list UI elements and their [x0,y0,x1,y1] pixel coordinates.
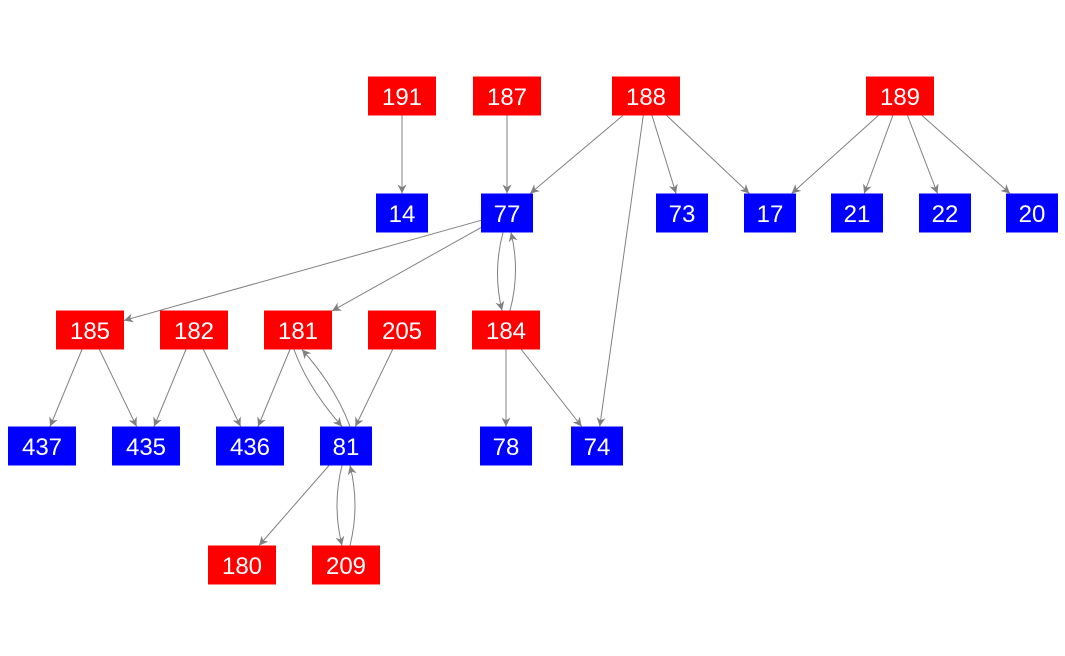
node-label: 77 [494,201,521,228]
edge-185-to-435 [98,349,138,427]
node-box [112,426,180,466]
node-label: 20 [1019,201,1046,228]
edge-77-to-181 [331,227,482,312]
node-label: 17 [757,201,784,228]
node-box [612,76,680,116]
node-189[interactable]: 189 [866,76,934,116]
node-21[interactable]: 21 [831,193,883,233]
edge-81-to-180 [258,465,330,546]
node-box [8,426,76,466]
node-box [160,310,228,350]
edge-209-to-81 [347,465,357,546]
node-187[interactable]: 187 [473,76,541,116]
node-box [472,310,540,350]
node-label: 189 [880,84,920,111]
edge-188-to-74 [596,115,644,427]
node-label: 78 [493,434,520,461]
edge-189-to-22 [907,115,939,194]
node-box [376,193,428,233]
node-box [368,310,436,350]
node-box [208,545,276,585]
node-label: 14 [389,201,416,228]
edge-188-to-17 [666,115,750,194]
node-188[interactable]: 188 [612,76,680,116]
edge-189-to-20 [921,115,1011,194]
node-label: 191 [382,84,422,111]
node-box [312,545,380,585]
node-185[interactable]: 185 [56,310,124,350]
node-box [1006,193,1058,233]
node-184[interactable]: 184 [472,310,540,350]
node-20[interactable]: 20 [1006,193,1058,233]
node-label: 205 [382,318,422,345]
node-label: 81 [333,434,360,461]
node-label: 73 [669,201,696,228]
node-box [473,76,541,116]
edge-205-to-81 [354,349,394,427]
edge-81-to-209 [335,465,345,546]
node-78[interactable]: 78 [480,426,532,466]
node-205[interactable]: 205 [368,310,436,350]
edge-81-to-181 [301,349,351,427]
node-box [480,426,532,466]
edge-77-to-184 [495,232,505,311]
node-label: 184 [486,318,526,345]
node-181[interactable]: 181 [264,310,332,350]
node-label: 180 [222,553,262,580]
node-label: 182 [174,318,214,345]
node-box [571,426,623,466]
node-17[interactable]: 17 [744,193,796,233]
node-436[interactable]: 436 [216,426,284,466]
node-label: 187 [487,84,527,111]
node-22[interactable]: 22 [919,193,971,233]
node-label: 74 [584,434,611,461]
node-label: 437 [22,434,62,461]
node-14[interactable]: 14 [376,193,428,233]
edge-182-to-435 [153,349,187,427]
node-437[interactable]: 437 [8,426,76,466]
edge-188-to-73 [651,115,678,194]
node-label: 436 [230,434,270,461]
edge-182-to-436 [202,349,242,427]
edge-181-to-81 [293,349,343,427]
node-box [216,426,284,466]
node-435[interactable]: 435 [112,426,180,466]
node-74[interactable]: 74 [571,426,623,466]
node-73[interactable]: 73 [656,193,708,233]
node-label: 185 [70,318,110,345]
edge-188-to-77 [529,115,624,194]
node-191[interactable]: 191 [368,76,436,116]
node-77[interactable]: 77 [481,193,533,233]
node-box [481,193,533,233]
node-box [56,310,124,350]
edge-184-to-77 [508,232,518,311]
node-209[interactable]: 209 [312,545,380,585]
node-180[interactable]: 180 [208,545,276,585]
node-box [320,426,372,466]
edge-181-to-436 [257,349,291,427]
node-box [831,193,883,233]
node-box [264,310,332,350]
node-box [919,193,971,233]
node-label: 22 [932,201,959,228]
node-label: 435 [126,434,166,461]
node-81[interactable]: 81 [320,426,372,466]
edge-77-to-185 [123,219,482,323]
node-label: 21 [844,201,871,228]
edge-184-to-74 [520,349,583,427]
node-box [368,76,436,116]
node-box [866,76,934,116]
edge-185-to-437 [49,349,83,427]
node-box [656,193,708,233]
node-label: 188 [626,84,666,111]
node-box [744,193,796,233]
node-label: 209 [326,553,366,580]
node-182[interactable]: 182 [160,310,228,350]
node-label: 181 [278,318,318,345]
edge-189-to-21 [863,115,894,194]
edge-189-to-17 [791,115,879,194]
